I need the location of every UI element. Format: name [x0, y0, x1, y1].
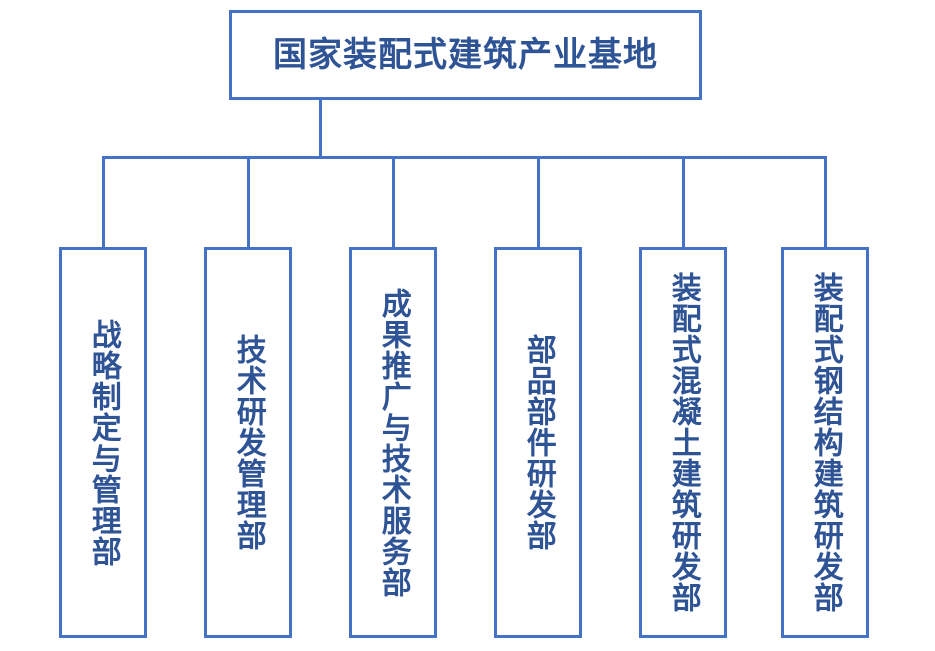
child-node-2[interactable]: 技术研发管理部	[204, 247, 292, 638]
child-node-5-label: 装配式混凝土建筑研发部	[666, 272, 700, 613]
connector-drop-2	[247, 156, 250, 247]
connector-drop-1	[102, 156, 105, 247]
connector-drop-4	[537, 156, 540, 247]
child-node-1[interactable]: 战略制定与管理部	[59, 247, 147, 638]
root-node[interactable]: 国家装配式建筑产业基地	[229, 10, 702, 100]
child-node-6[interactable]: 装配式钢结构建筑研发部	[781, 247, 869, 638]
child-node-6-label: 装配式钢结构建筑研发部	[808, 272, 842, 613]
child-node-2-label: 技术研发管理部	[231, 334, 265, 551]
child-node-3[interactable]: 成果推广与技术服务部	[349, 247, 437, 638]
child-node-4-label: 部品部件研发部	[521, 334, 555, 551]
connector-drop-5	[682, 156, 685, 247]
connector-drop-3	[392, 156, 395, 247]
connector-root-stem	[319, 100, 322, 156]
child-node-4[interactable]: 部品部件研发部	[494, 247, 582, 638]
child-node-1-label: 战略制定与管理部	[86, 318, 120, 567]
child-node-3-label: 成果推广与技术服务部	[376, 287, 410, 598]
root-node-label: 国家装配式建筑产业基地	[273, 36, 658, 74]
connector-horizontal-bus	[102, 156, 827, 159]
child-node-5[interactable]: 装配式混凝土建筑研发部	[639, 247, 727, 638]
connector-drop-6	[824, 156, 827, 247]
